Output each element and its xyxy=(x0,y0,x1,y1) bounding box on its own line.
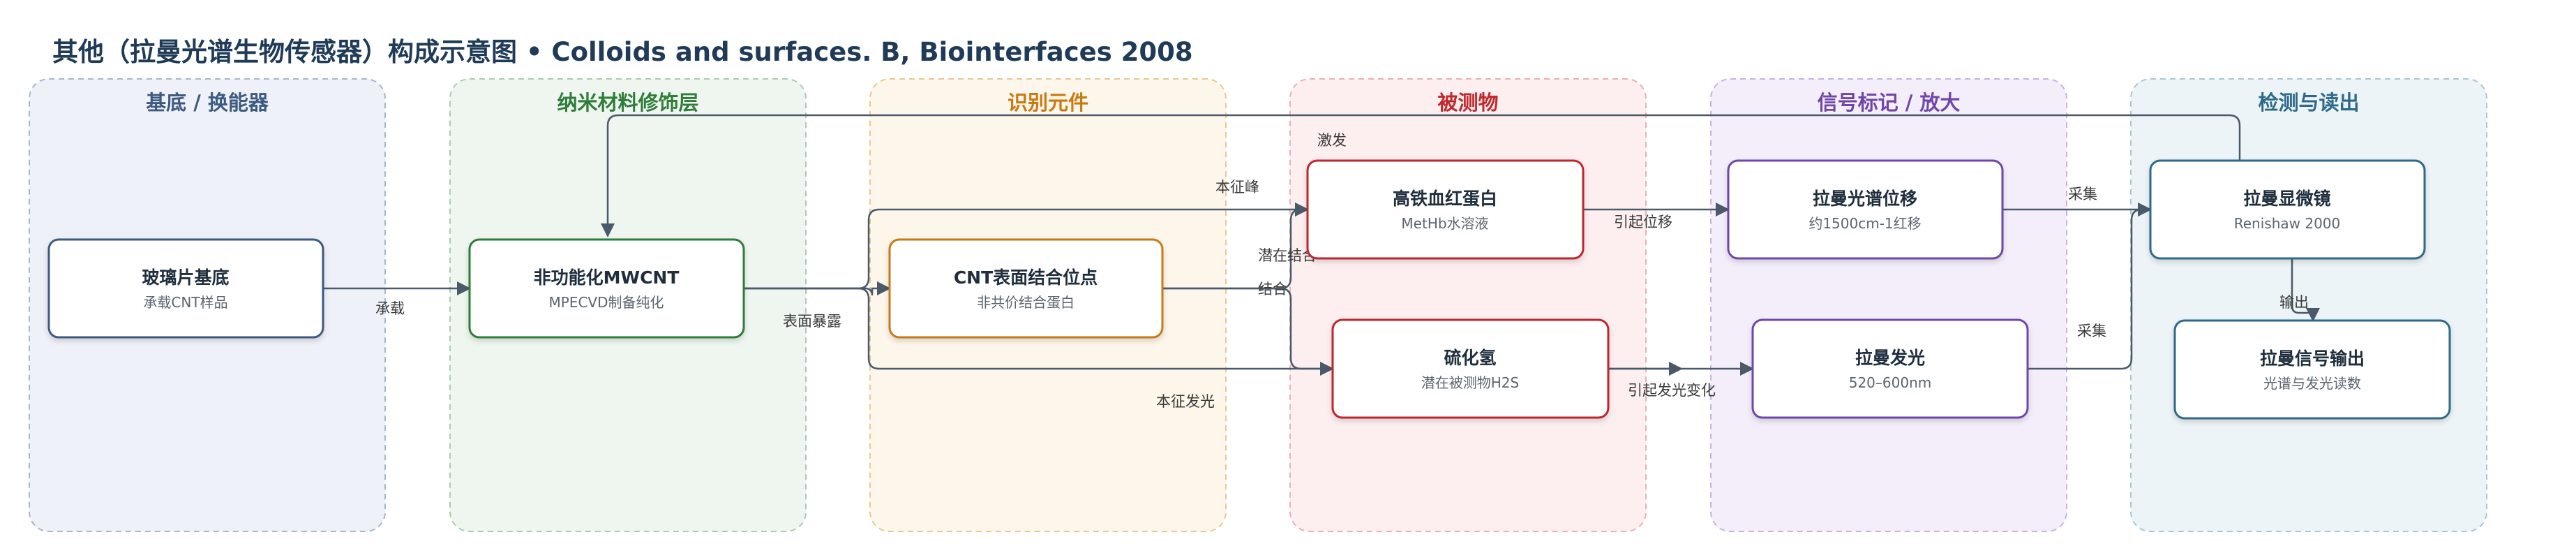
node-subtitle: MetHb水溶液 xyxy=(1401,215,1488,232)
node-title: 拉曼光谱位移 xyxy=(1813,189,1917,209)
edge-intrinsic-peak xyxy=(744,203,1309,290)
edge-label-cause-glow: 引起发光变化 xyxy=(1628,382,1716,399)
edge-surface xyxy=(744,281,891,296)
edge-collect-2 xyxy=(2028,203,2152,370)
edges xyxy=(323,114,2320,376)
node-subtitle: MPECVD制备纯化 xyxy=(549,294,664,311)
node-title: 非功能化MWCNT xyxy=(534,267,680,288)
column-title-substrate: 基底 / 换能器 xyxy=(146,91,269,115)
column-title-recognition: 识别元件 xyxy=(1008,91,1088,115)
edge-label-collect-1: 采集 xyxy=(2068,186,2097,203)
node-subtitle: Renishaw 2000 xyxy=(2234,215,2341,232)
edge-label-bind: 结合 xyxy=(1258,281,1287,297)
node-subtitle: 潜在被测物H2S xyxy=(1421,374,1519,391)
column-title-signal: 信号标记 / 放大 xyxy=(1818,91,1961,115)
edge-label-output: 输出 xyxy=(2279,294,2309,311)
column-signal: 信号标记 / 放大 xyxy=(1710,78,2067,532)
node-h2s: 硫化氢 潜在被测物H2S xyxy=(1331,318,1610,419)
node-title: 硫化氢 xyxy=(1444,348,1496,368)
node-title: 高铁血红蛋白 xyxy=(1393,189,1497,209)
edge-label-carry: 承载 xyxy=(375,300,405,317)
edge-label-intrinsic-peak: 本征峰 xyxy=(1215,179,1259,196)
edge-label-cause-shift: 引起位移 xyxy=(1614,214,1672,230)
node-subtitle: 非共价结合蛋白 xyxy=(977,294,1074,311)
column-detect: 检测与读出 xyxy=(2130,78,2487,532)
node-glow: 拉曼发光 520–600nm xyxy=(1751,318,2029,419)
diagram-title: 其他（拉曼光谱生物传感器）构成示意图 • Colloids and surfac… xyxy=(52,37,1193,67)
edge-intrinsic-glow xyxy=(744,287,1683,376)
edge-potential-bind xyxy=(1162,203,1309,290)
node-mwcnt: 非功能化MWCNT MPECVD制备纯化 xyxy=(468,238,745,339)
node-output: 拉曼信号输出 光谱与发光读数 xyxy=(2173,319,2451,420)
edge-label-intrinsic-glow: 本征发光 xyxy=(1156,393,1215,410)
node-title: 拉曼显微镜 xyxy=(2243,189,2330,209)
node-title: 玻璃片基底 xyxy=(142,267,229,288)
node-subtitle: 承载CNT样品 xyxy=(143,294,227,311)
column-title-nano: 纳米材料修饰层 xyxy=(557,91,698,115)
node-subtitle: 约1500cm-1红移 xyxy=(1809,215,1921,232)
edge-excite xyxy=(601,114,2241,237)
node-title: CNT表面结合位点 xyxy=(954,267,1098,288)
node-subtitle: 520–600nm xyxy=(1849,374,1932,391)
node-site: CNT表面结合位点 非共价结合蛋白 xyxy=(888,238,1164,339)
node-subtitle: 光谱与发光读数 xyxy=(2263,375,2361,392)
edge-label-collect-2: 采集 xyxy=(2077,323,2106,339)
node-title: 拉曼发光 xyxy=(1855,348,1925,368)
node-microscope: 拉曼显微镜 Renishaw 2000 xyxy=(2149,159,2426,260)
node-shift: 拉曼光谱位移 约1500cm-1红移 xyxy=(1727,159,2004,260)
edge-output xyxy=(2291,257,2320,322)
node-methb: 高铁血红蛋白 MetHb水溶液 xyxy=(1306,159,1585,260)
edge-bind xyxy=(1162,287,1334,376)
node-glass: 玻璃片基底 承载CNT样品 xyxy=(47,238,324,339)
column-title-analyte: 被测物 xyxy=(1437,91,1498,115)
edge-label-excite: 激发 xyxy=(1317,132,1347,149)
node-title: 拉曼信号输出 xyxy=(2260,348,2365,369)
edge-label-surface: 表面暴露 xyxy=(783,313,841,330)
column-title-detect: 检测与读出 xyxy=(2258,91,2359,115)
